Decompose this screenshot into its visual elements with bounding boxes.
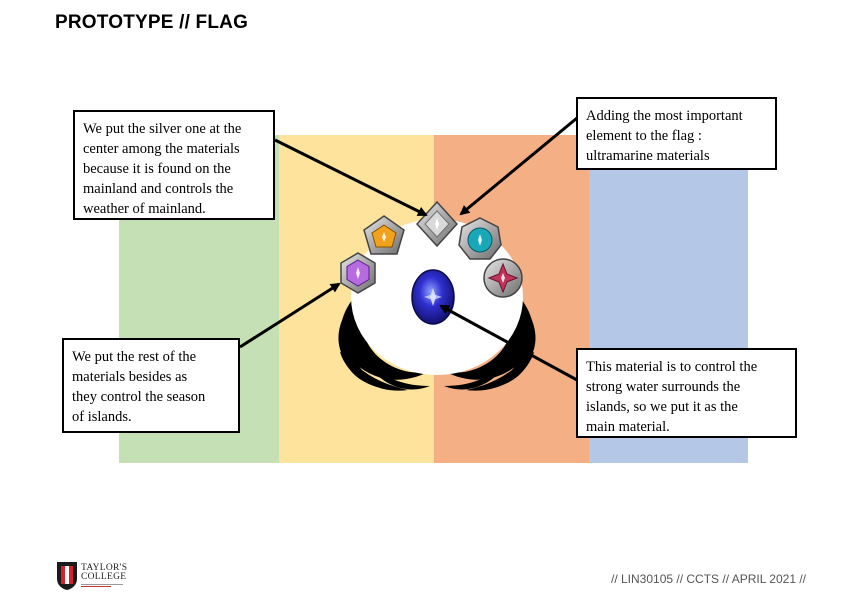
callout-ultramarine: Adding the most important element to the…	[576, 97, 777, 170]
callout-line: Adding the most important	[586, 108, 743, 124]
callout-rest: We put the rest of the materials besides…	[62, 338, 240, 433]
arrow-to-side-gems	[239, 282, 341, 349]
slide-footer: // LIN30105 // CCTS // APRIL 2021 //	[611, 572, 806, 586]
logo-text-line1: TAYLOR'S	[81, 563, 128, 573]
left-wing	[338, 300, 430, 391]
callout-line: We put the rest of the	[72, 349, 197, 365]
right-wing	[444, 300, 536, 391]
callout-line: ultramarine materials	[586, 148, 710, 164]
callout-line: islands, so we put it as the	[586, 399, 738, 415]
logo-text-line2: COLLEGE	[81, 572, 127, 582]
orange-gem-icon	[363, 215, 405, 255]
slide-title: PROTOTYPE // FLAG	[55, 12, 249, 33]
callout-line: main material.	[586, 419, 670, 435]
teal-gem-icon	[458, 217, 502, 260]
callout-line: This material is to control the	[586, 359, 758, 375]
arrow-to-ultramarine	[459, 116, 578, 216]
college-logo: TAYLOR'S COLLEGE	[56, 561, 136, 593]
ultramarine-gem-icon	[411, 269, 455, 325]
callout-line: strong water surrounds the	[586, 379, 741, 395]
college-crest-icon	[57, 562, 77, 590]
purple-gem-icon	[340, 252, 376, 294]
callout-line: element to the flag :	[586, 128, 702, 144]
callout-line: center among the materials	[83, 141, 240, 157]
callout-line: weather of mainland.	[83, 201, 206, 217]
callout-line: they control the season	[72, 389, 206, 405]
crimson-gem-icon	[483, 258, 523, 298]
callout-line: materials besides as	[72, 369, 188, 385]
logo-tagline-mark	[81, 584, 123, 587]
callout-silver: We put the silver one at the center amon…	[73, 110, 275, 220]
callout-line: mainland and controls the	[83, 181, 234, 197]
callout-line: We put the silver one at the	[83, 121, 242, 137]
callout-line: of islands.	[72, 409, 132, 425]
arrow-to-silver-gem	[274, 138, 428, 217]
callout-line: because it is found on the	[83, 161, 231, 177]
callout-water: This material is to control the strong w…	[576, 348, 797, 438]
arrow-to-main-gem	[439, 304, 578, 382]
